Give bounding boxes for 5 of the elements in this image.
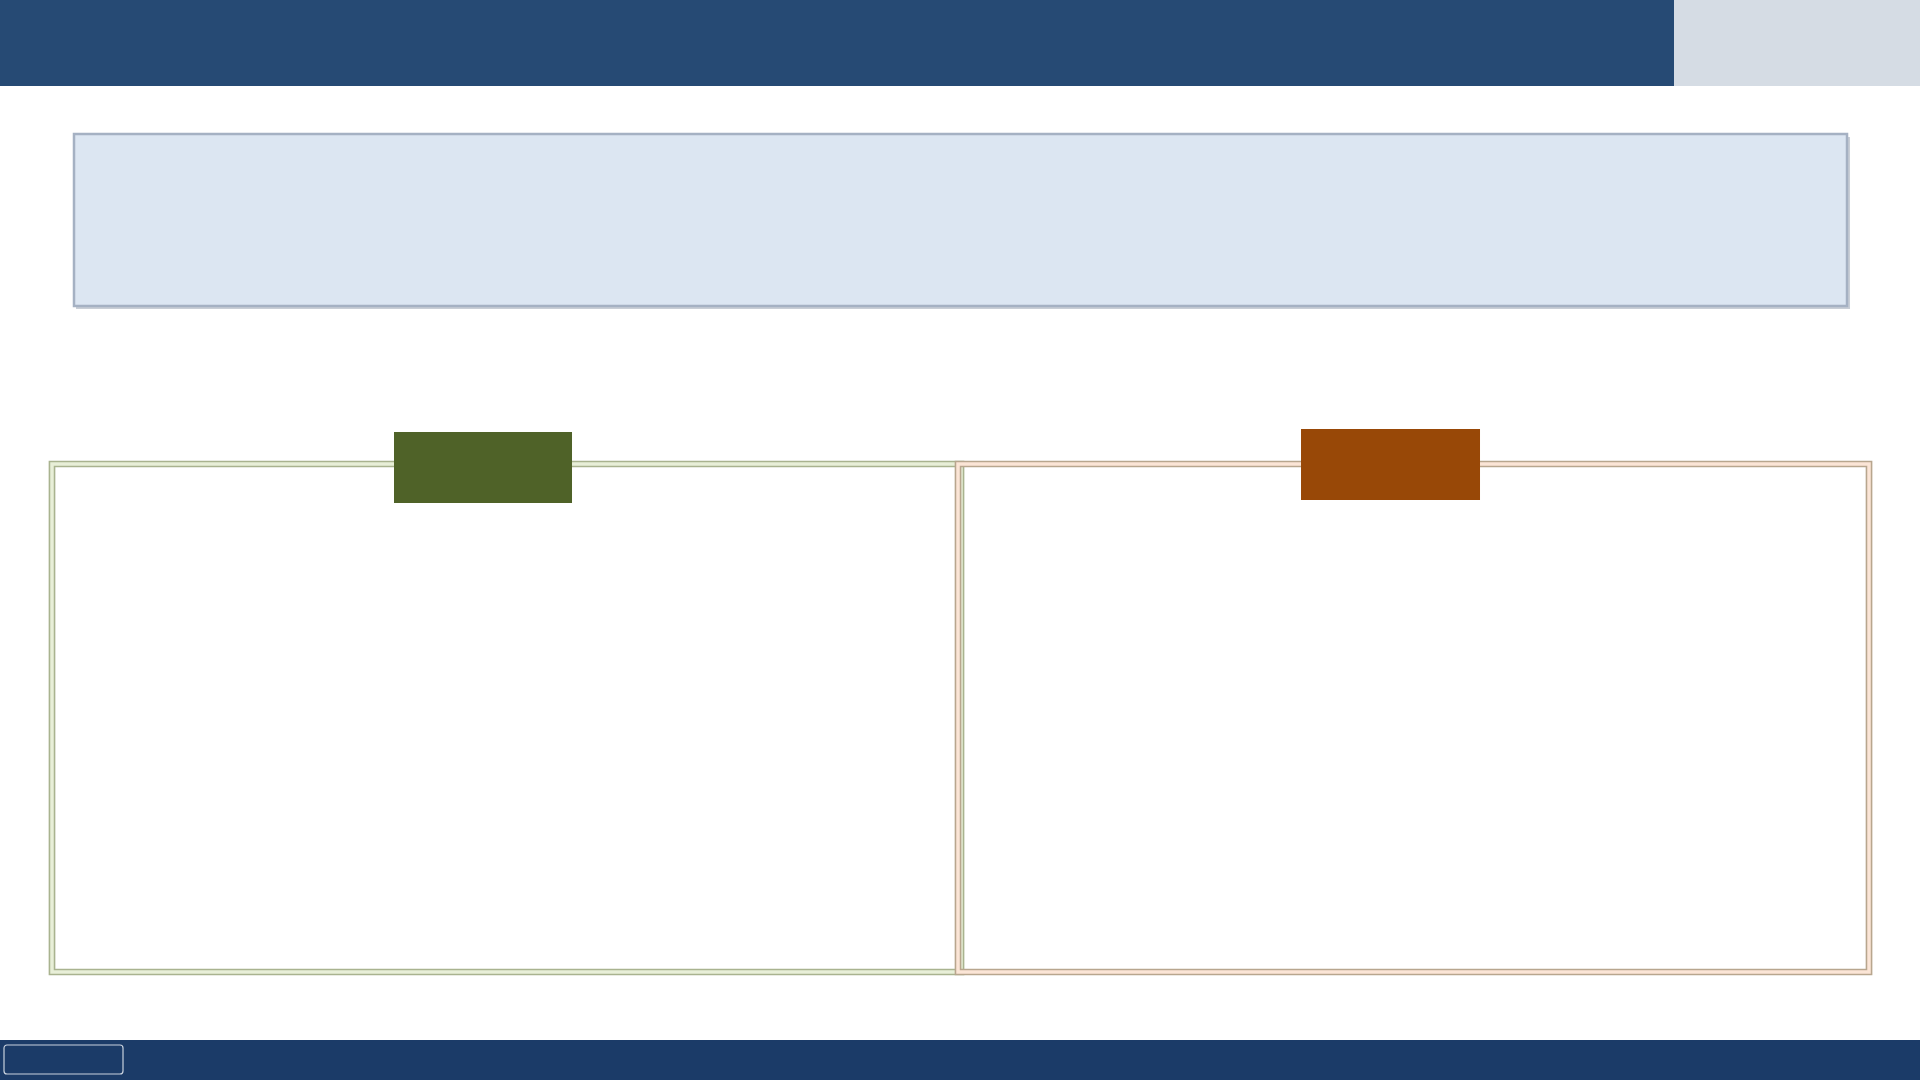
content-frame — [954, 460, 1873, 976]
heading-tab — [1301, 429, 1480, 500]
banner-box — [72, 132, 1850, 309]
content-frame — [48, 460, 965, 976]
heading-tab — [394, 432, 572, 503]
